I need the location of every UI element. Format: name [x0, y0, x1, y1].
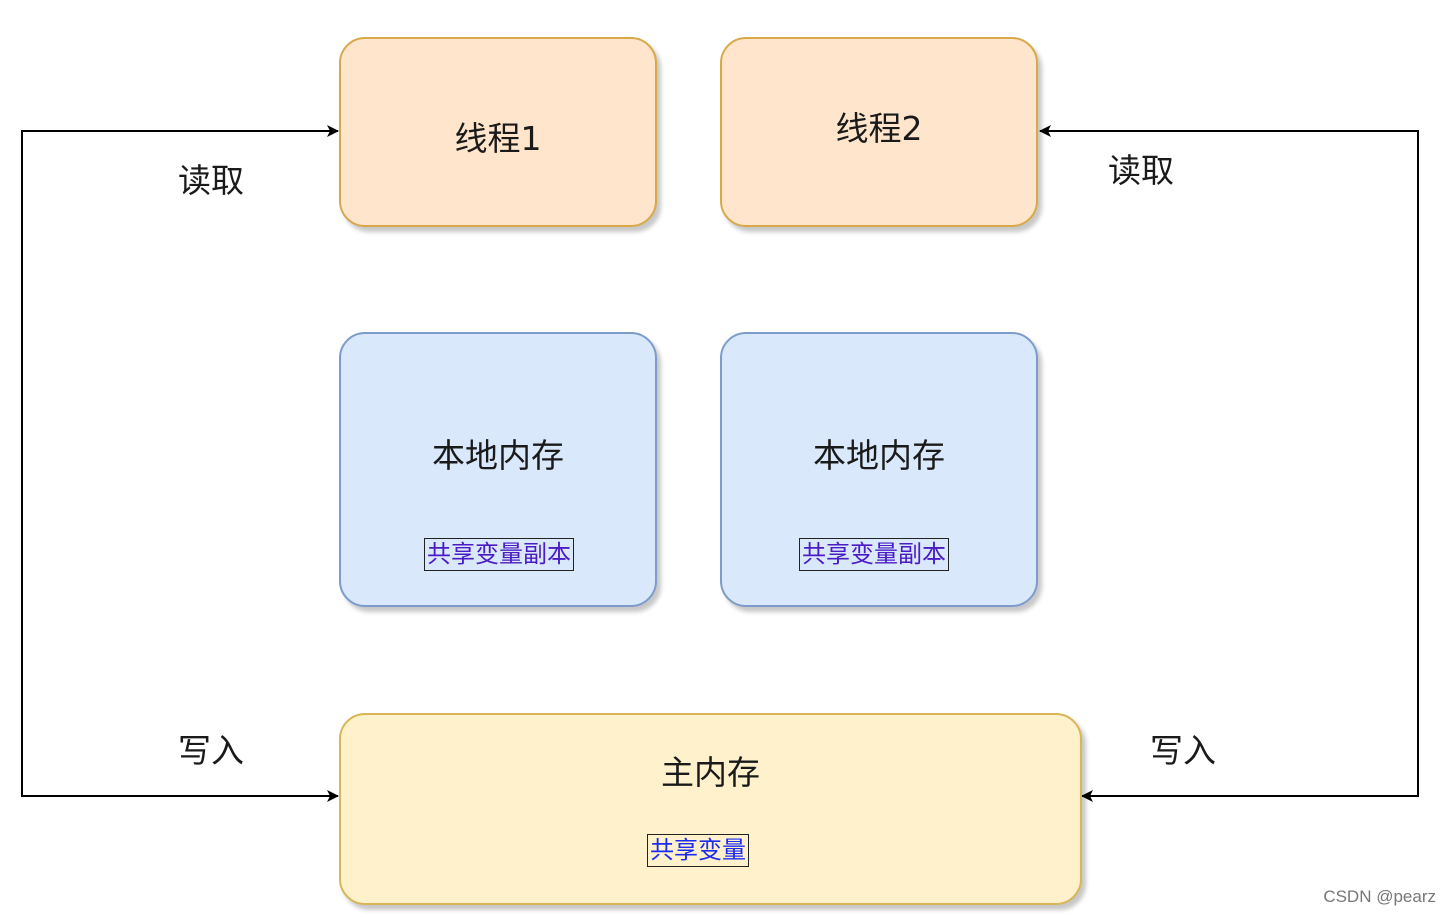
- main-memory-title: 主内存: [661, 753, 760, 792]
- shared-variable-copy-1-tag: 共享变量副本: [424, 538, 574, 571]
- local-memory-2-title: 本地内存: [813, 436, 945, 475]
- local-memory-1-box: 本地内存 共享变量副本: [339, 332, 657, 607]
- thread-1-box: 线程1: [339, 37, 657, 227]
- watermark-text: CSDN @pearz: [1323, 887, 1436, 906]
- edge-label-write-left: 写入: [178, 731, 244, 770]
- edge-label-read-right: 读取: [1108, 151, 1174, 190]
- local-memory-2-box: 本地内存 共享变量副本: [720, 332, 1038, 607]
- edge-label-write-right: 写入: [1150, 731, 1216, 770]
- edge-read-left: [21, 125, 339, 797]
- edge-read-right: [1039, 125, 1419, 797]
- shared-variable-tag: 共享变量: [647, 834, 749, 867]
- local-memory-1-title: 本地内存: [432, 436, 564, 475]
- shared-variable-copy-2-tag: 共享变量副本: [799, 538, 949, 571]
- thread-1-title: 线程1: [454, 119, 542, 158]
- thread-2-box: 线程2: [720, 37, 1038, 227]
- edge-label-read-left: 读取: [178, 161, 244, 200]
- thread-2-title: 线程2: [835, 109, 923, 148]
- main-memory-box: 主内存 共享变量: [339, 713, 1082, 905]
